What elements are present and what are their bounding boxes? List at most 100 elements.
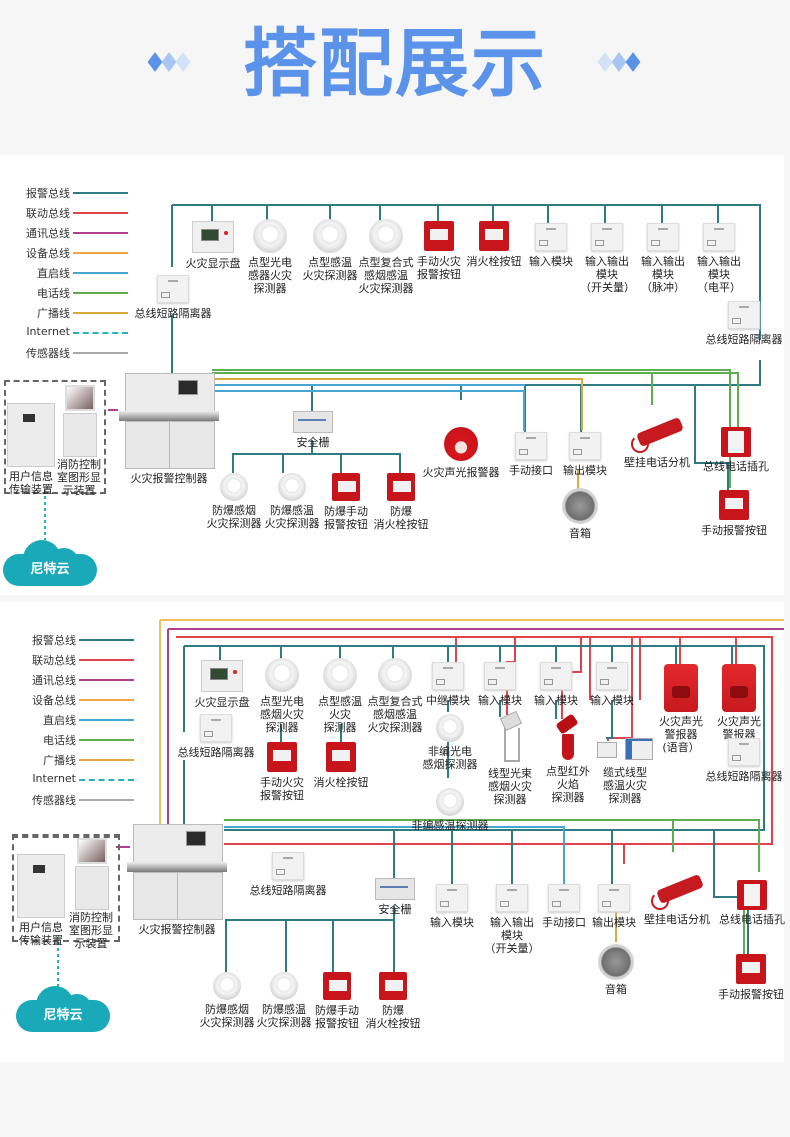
device-display-panel[interactable]: 火灾显示盘 [192, 660, 252, 709]
legend-swatch [73, 212, 128, 214]
device-io-module-pulse[interactable]: 输入输出 模块 （脉冲） [636, 223, 690, 294]
device-wall-phone[interactable]: 壁挂电话分机 [620, 417, 694, 469]
device-sounder-strobe[interactable]: 火灾声光报警器 [420, 427, 502, 479]
device-fire-alarm-controller[interactable]: 火灾报警控制器 [124, 824, 230, 936]
device-label: 火灾报警控制器 [138, 923, 216, 936]
device-label: 点型光电 感烟火灾 探测器 [260, 695, 304, 734]
device-output-module[interactable]: 输出模块 [588, 884, 640, 929]
legend-item: 联动总线 [16, 650, 136, 670]
device-manual-alarm[interactable]: 手动报警按钮 [714, 954, 788, 1001]
device-isolator-left[interactable]: 总线短路隔离器 [176, 714, 256, 759]
device-manual-call-point[interactable]: 手动火灾 报警按钮 [254, 742, 310, 802]
device-manual-interface[interactable]: 手动接口 [536, 884, 592, 929]
legend-item: 通讯总线 [16, 670, 136, 690]
device-display-panel[interactable]: 火灾显示盘 [182, 221, 244, 270]
device-linear-heat-detector[interactable]: 缆式线型 感温火灾 探测器 [594, 738, 656, 805]
legend-swatch [73, 352, 128, 354]
combo-detector-icon [378, 658, 412, 692]
device-isolator-left[interactable]: 总线短路隔离器 [132, 275, 214, 320]
device-ex-heat[interactable]: 防爆感温 火灾探测器 [254, 972, 314, 1029]
device-label: 音箱 [605, 983, 627, 996]
legend-item: 报警总线 [10, 183, 130, 203]
heat-detector-icon [313, 219, 347, 253]
device-user-info-transmitter[interactable]: 用户信息 传输装置 [6, 403, 56, 496]
device-label: 输入模块 [478, 694, 522, 707]
monitor-icon [75, 838, 109, 910]
device-speaker[interactable]: 音箱 [596, 944, 636, 996]
device-phone-jack[interactable]: 总线电话插孔 [700, 427, 772, 473]
device-label: 防爆感烟 火灾探测器 [206, 504, 262, 530]
legend-item: 联动总线 [10, 203, 130, 223]
device-label: 总线电话插孔 [719, 913, 785, 926]
device-smoke-detector[interactable]: 点型光电 感器火灾 探测器 [242, 219, 298, 295]
device-manual-alarm[interactable]: 手动报警按钮 [698, 490, 770, 537]
device-label: 安全栅 [296, 436, 330, 449]
device-heat-detector[interactable]: 点型感温 火灾 探测器 [312, 658, 368, 734]
device-strobe[interactable]: 火灾声光 警报器 [710, 664, 768, 741]
device-input-module-lower[interactable]: 输入模块 [426, 884, 478, 929]
legend-item: Internet [16, 770, 136, 790]
device-ex-hydrant[interactable]: 防爆 消火栓按钮 [362, 972, 424, 1030]
cloud-service[interactable]: 尼特云 [3, 540, 97, 586]
legend-label: 设备总线 [32, 694, 76, 707]
device-wall-phone[interactable]: 壁挂电话分机 [640, 874, 714, 926]
legend-label: 直启线 [43, 714, 76, 727]
device-input-module[interactable]: 输入模块 [530, 662, 582, 707]
device-isolator-right[interactable]: 总线短路隔离器 [704, 738, 784, 783]
ex-smoke-detector-icon [220, 473, 248, 501]
device-input-module[interactable]: 输入模块 [474, 662, 526, 707]
device-hydrant-button[interactable]: 消火栓按钮 [310, 742, 372, 789]
device-combo-detector[interactable]: 点型复合式 感烟感温 火灾探测器 [354, 219, 418, 295]
device-isolator-mid[interactable]: 总线短路隔离器 [246, 852, 330, 897]
device-hydrant-button[interactable]: 消火栓按钮 [464, 221, 524, 268]
device-io-module[interactable]: 输入输出 模块 （开关量） [484, 884, 540, 955]
device-speaker[interactable]: 音箱 [560, 488, 600, 540]
legend-swatch [73, 312, 128, 314]
manual-call-point-icon [267, 742, 297, 772]
device-input-module[interactable]: 输入模块 [524, 223, 578, 268]
device-ex-heat[interactable]: 防爆感温 火灾探测器 [262, 473, 322, 530]
device-ex-smoke[interactable]: 防爆感烟 火灾探测器 [196, 972, 258, 1029]
device-io-module-switch[interactable]: 输入输出 模块 （开关量） [580, 223, 635, 294]
cloud-service[interactable]: 尼特云 [16, 986, 110, 1032]
device-non-coded-smoke[interactable]: 非编光电 感烟探测器 [420, 714, 480, 771]
device-io-module-level[interactable]: 输入输出 模块 （电平） [692, 223, 746, 294]
legend-item: 报警总线 [16, 630, 136, 650]
device-fire-alarm-controller[interactable]: 火灾报警控制器 [114, 373, 224, 485]
device-graphic-display[interactable]: 消防控制 室图形显 示装置 [56, 385, 102, 497]
device-safety-barrier[interactable]: 安全栅 [370, 878, 420, 916]
device-flame-detector[interactable]: 点型红外 火焰 探测器 [540, 714, 596, 804]
device-user-info-transmitter[interactable]: 用户信息 传输装置 [16, 854, 66, 947]
device-manual-call-point[interactable]: 手动火灾 报警按钮 [414, 221, 464, 281]
device-phone-jack[interactable]: 总线电话插孔 [716, 880, 788, 926]
strobe-icon [664, 664, 698, 712]
device-non-coded-heat[interactable]: 非编感温探测器 [408, 788, 492, 832]
device-isolator-right[interactable]: 总线短路隔离器 [703, 301, 785, 346]
device-relay-module[interactable]: 中继模块 [422, 662, 474, 707]
legend-label: 通讯总线 [26, 227, 70, 240]
device-ex-call-point[interactable]: 防爆手动 报警按钮 [312, 972, 362, 1030]
device-manual-interface[interactable]: 手动接口 [503, 432, 559, 477]
device-heat-detector[interactable]: 点型感温 火灾探测器 [298, 219, 362, 282]
device-label: 消防控制 室图形显 示装置 [69, 911, 113, 950]
device-ex-call-point[interactable]: 防爆手动 报警按钮 [320, 473, 372, 531]
device-graphic-display[interactable]: 消防控制 室图形显 示装置 [68, 838, 114, 950]
device-safety-barrier[interactable]: 安全栅 [288, 411, 338, 449]
device-smoke-detector[interactable]: 点型光电 感烟火灾 探测器 [254, 658, 310, 734]
device-strobe-voice[interactable]: 火灾声光 警报器 (语音） [652, 664, 710, 754]
legend-label: 传感器线 [32, 794, 76, 807]
device-input-module[interactable]: 输入模块 [586, 662, 638, 707]
device-label: 线型光束 感烟火灾 探测器 [488, 767, 532, 806]
legend-swatch [79, 699, 134, 701]
phone-icon [627, 417, 687, 453]
legend-swatch [73, 332, 128, 334]
device-beam-detector[interactable]: 线型光束 感烟火灾 探测器 [482, 714, 538, 806]
device-output-module[interactable]: 输出模块 [560, 432, 610, 477]
legend-item: 直启线 [10, 263, 130, 283]
device-combo-detector[interactable]: 点型复合式 感烟感温 火灾探测器 [362, 658, 428, 734]
device-ex-smoke[interactable]: 防爆感烟 火灾探测器 [203, 473, 265, 530]
device-label: 火灾声光 警报器 (语音） [659, 715, 703, 754]
device-ex-hydrant[interactable]: 防爆 消火栓按钮 [370, 473, 432, 531]
legend-swatch [79, 759, 134, 761]
controller-icon [127, 824, 227, 920]
